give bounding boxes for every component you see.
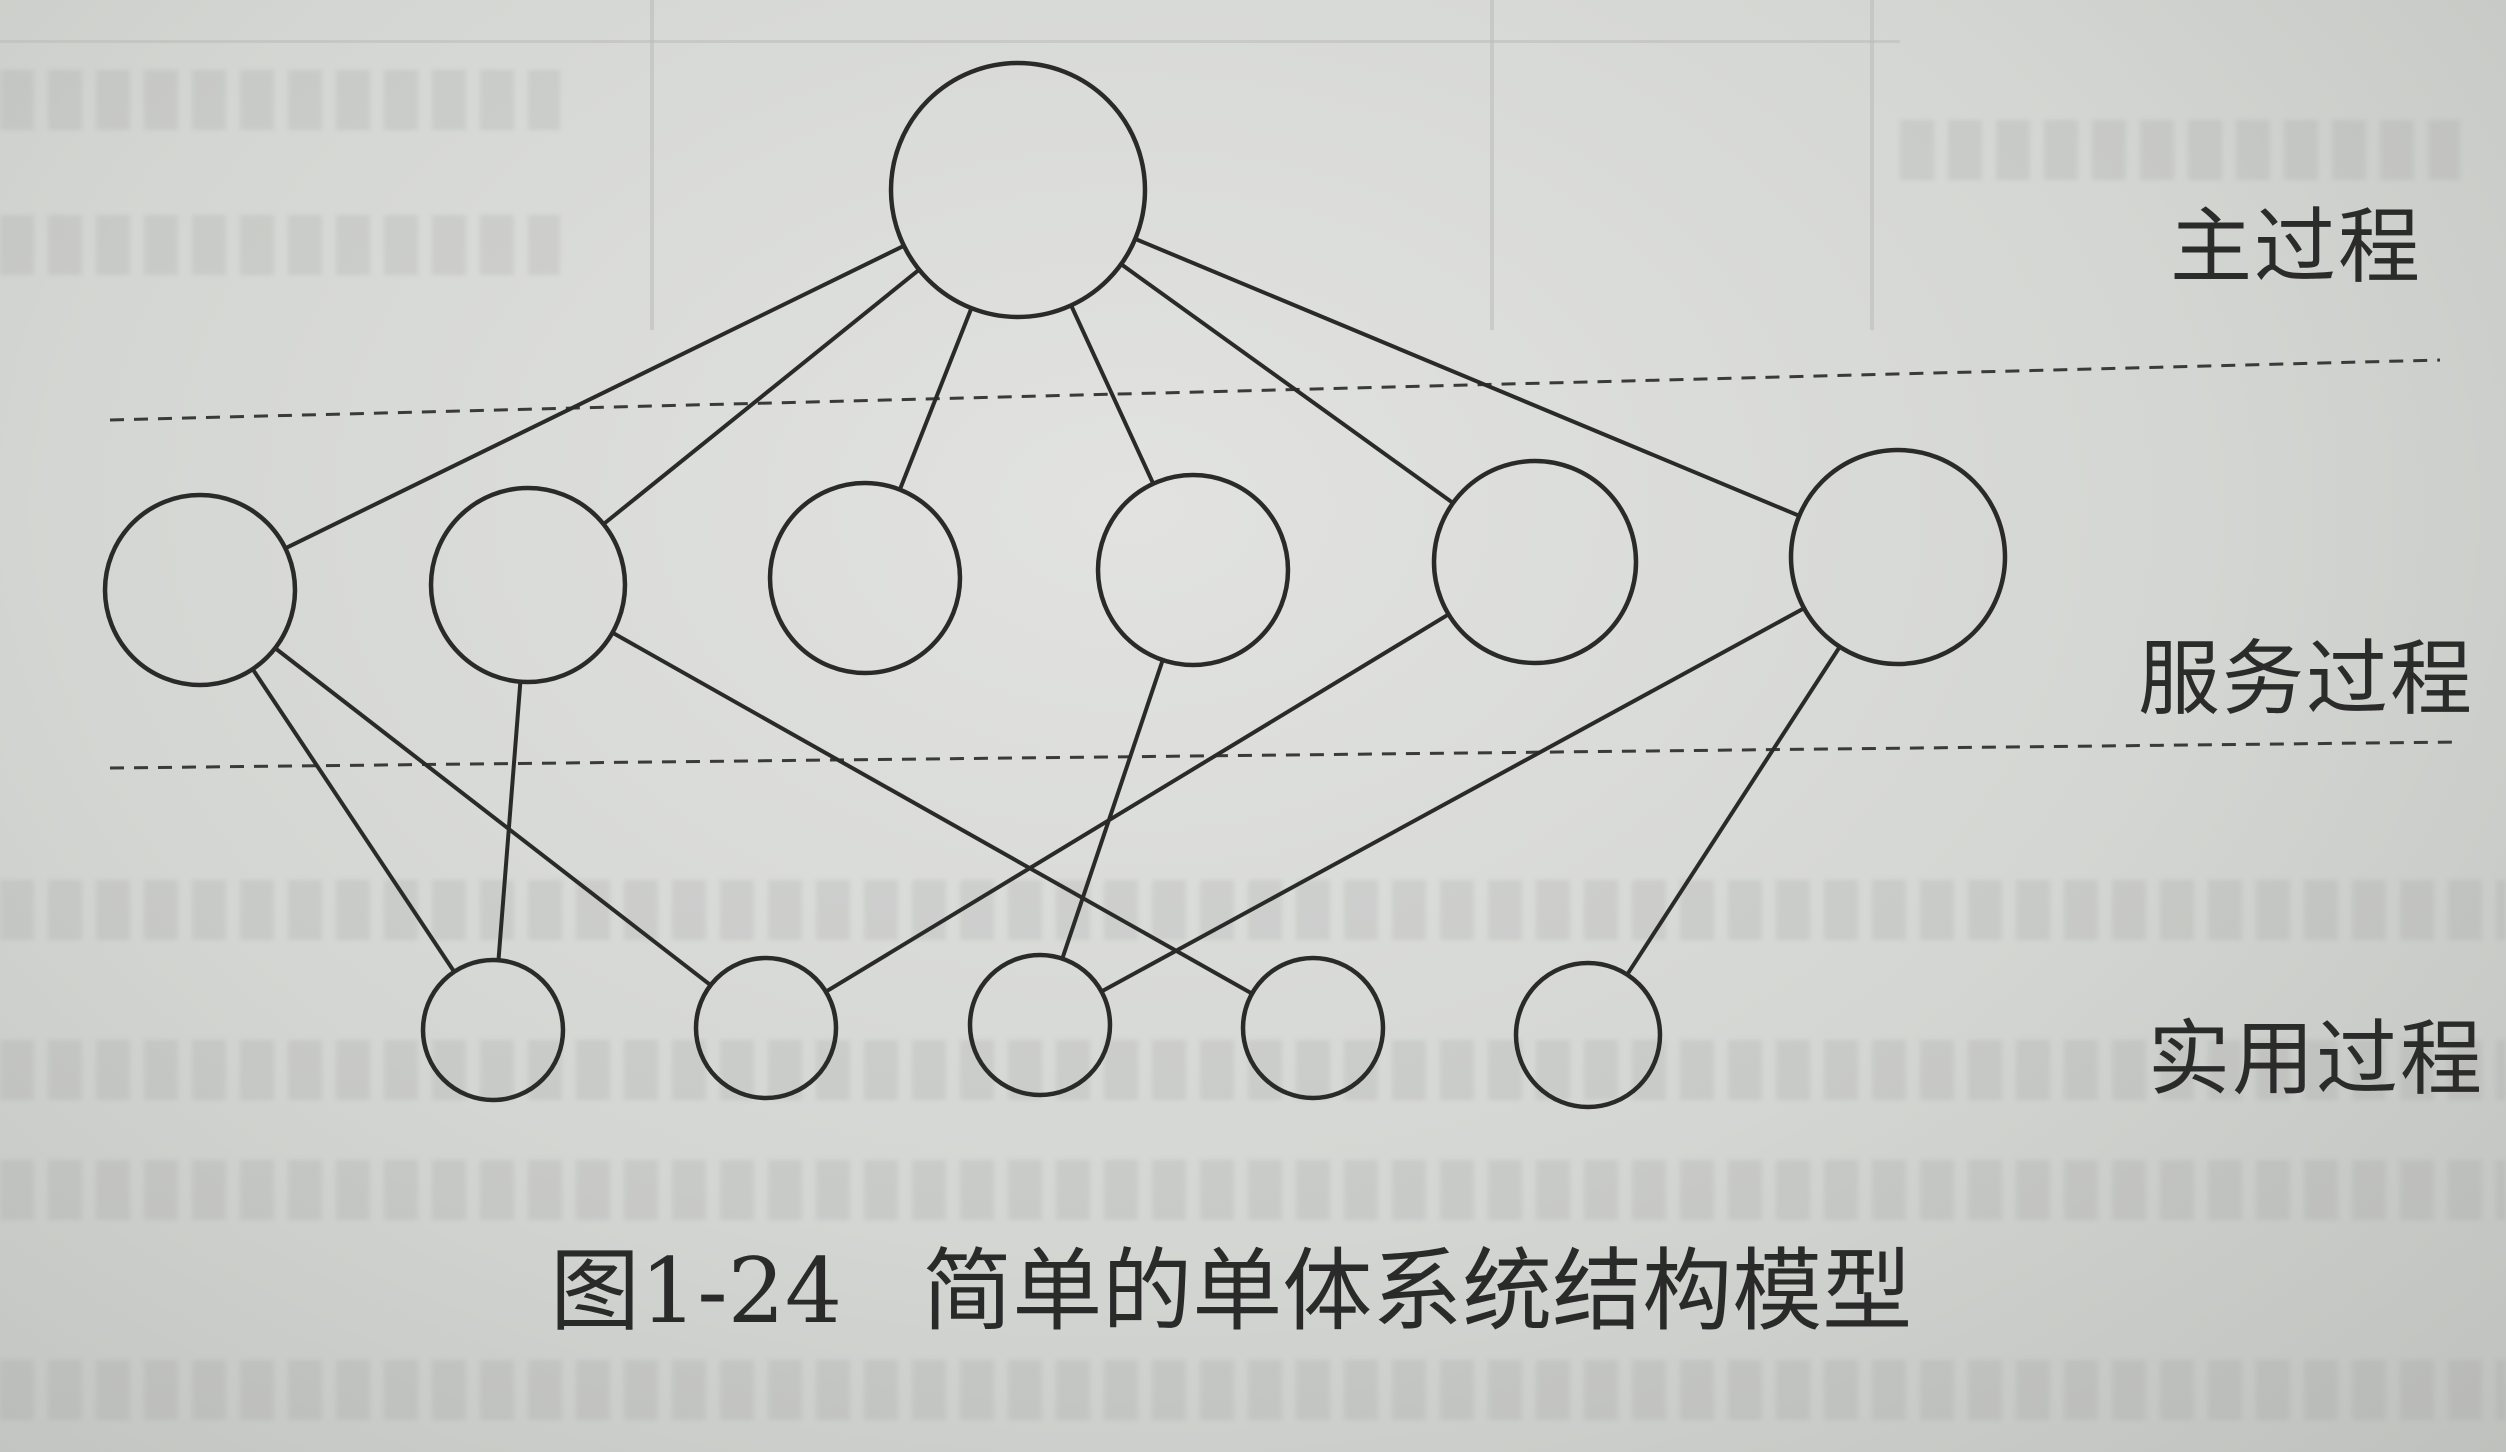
divider-service-utility	[109, 740, 2461, 770]
level-label-utility: 实用过程	[2148, 1012, 2485, 1107]
edge-s6-u3	[1100, 606, 1806, 994]
figure-title: 简单的单体系统结构模型	[922, 1239, 1913, 1344]
node-s2	[428, 485, 628, 685]
node-u3	[967, 952, 1113, 1098]
level-label-main: 主过程	[2170, 200, 2423, 295]
node-s1	[102, 492, 298, 688]
edge-s4-u3	[1060, 659, 1165, 960]
edge-s5-u2	[824, 612, 1450, 994]
node-u5	[1513, 960, 1663, 1110]
edge-main-s3	[897, 307, 974, 491]
node-s5	[1431, 458, 1639, 666]
figure-number: 图1-24	[550, 1239, 843, 1344]
node-s6	[1788, 447, 2008, 667]
divider-main-service	[109, 358, 2441, 422]
edge-main-s4	[1069, 304, 1156, 485]
edge-main-s1	[284, 243, 905, 551]
node-s4	[1095, 472, 1291, 668]
edge-s1-u1	[250, 667, 456, 973]
edge-s2-u1	[496, 681, 523, 961]
node-u1	[420, 957, 566, 1103]
figure-caption: 图1-24 简单的单体系统结构模型	[550, 1218, 1912, 1348]
nodes	[102, 60, 2008, 1110]
node-u2	[693, 955, 839, 1101]
node-s3	[767, 480, 963, 676]
node-main	[888, 60, 1148, 320]
edges	[250, 237, 1842, 996]
edge-s1-u2	[273, 646, 712, 987]
edge-s6-u5	[1625, 645, 1842, 976]
level-label-service: 服务过程	[2138, 632, 2475, 727]
edge-main-s5	[1119, 262, 1455, 505]
node-u4	[1240, 955, 1386, 1101]
edge-s2-u4	[611, 630, 1254, 996]
edge-main-s2	[602, 268, 921, 526]
edge-main-s6	[1134, 237, 1801, 518]
layer-divider-lines	[109, 358, 2461, 770]
